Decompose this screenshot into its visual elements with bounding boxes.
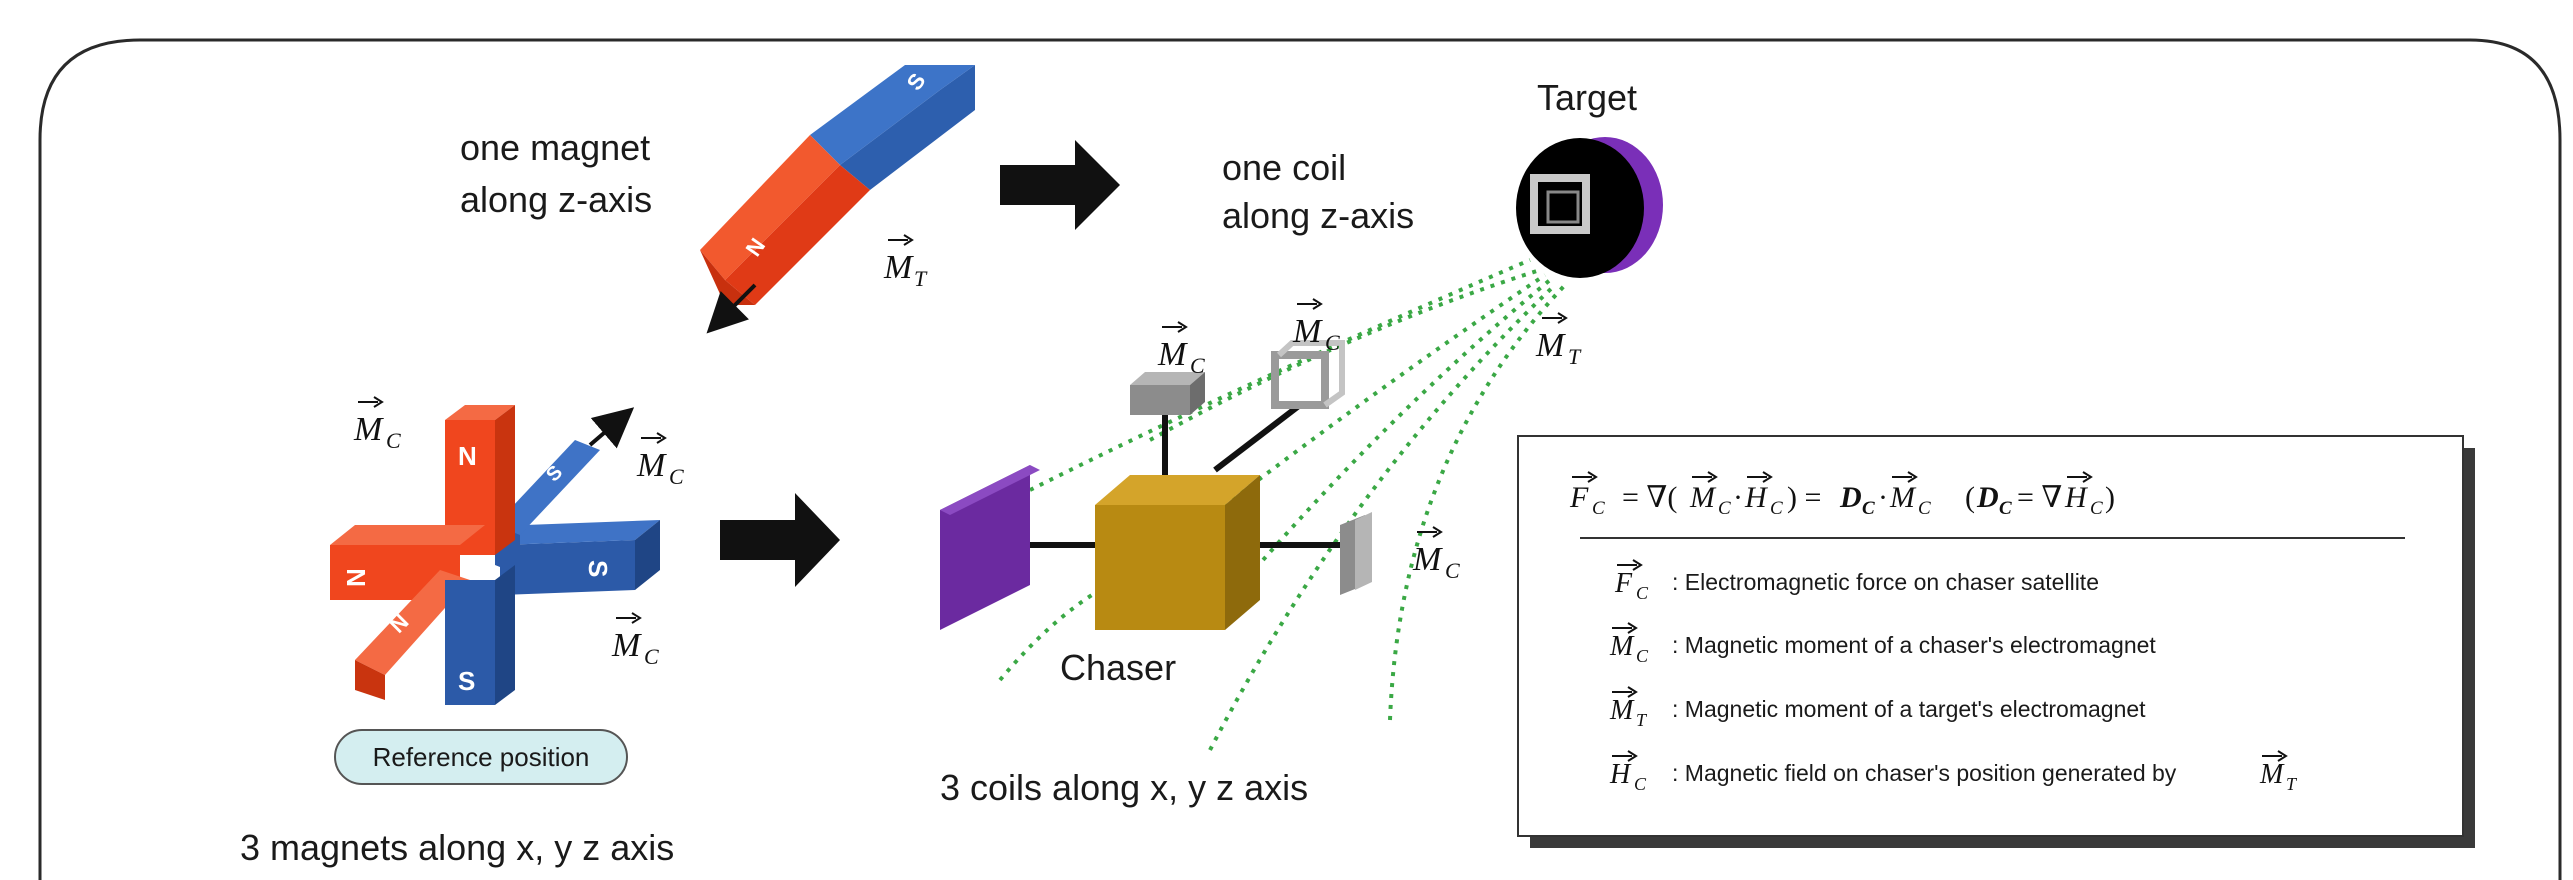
coil-label-line2: along z-axis bbox=[1222, 195, 1414, 236]
target-label: Target bbox=[1537, 77, 1637, 118]
svg-text:C: C bbox=[1770, 498, 1783, 519]
svg-text:M: M bbox=[1535, 327, 1566, 364]
svg-text:): ) bbox=[2105, 481, 2115, 514]
svg-text:M: M bbox=[1889, 481, 1917, 514]
svg-text:·: · bbox=[1878, 481, 1888, 514]
svg-text:C: C bbox=[1636, 583, 1649, 603]
target-disc-icon bbox=[1516, 137, 1663, 278]
svg-text:C: C bbox=[669, 464, 684, 489]
svg-text:M: M bbox=[1689, 481, 1717, 514]
bar-magnet-icon: S N bbox=[700, 65, 975, 334]
svg-text:C: C bbox=[1445, 558, 1460, 583]
svg-text:C: C bbox=[386, 428, 401, 453]
coil-icon bbox=[1340, 512, 1372, 595]
svg-text:M: M bbox=[883, 249, 914, 286]
svg-text:H: H bbox=[2064, 481, 2089, 514]
svg-text:M: M bbox=[611, 627, 642, 664]
svg-text:C: C bbox=[1636, 646, 1649, 666]
mc-symbol-left-top: M C bbox=[353, 396, 401, 453]
svg-text:D: D bbox=[1976, 481, 1999, 514]
cube-chaser-icon bbox=[1095, 475, 1260, 630]
svg-text:H: H bbox=[1744, 481, 1769, 514]
svg-text:M: M bbox=[1157, 336, 1188, 373]
pole-n-top: N bbox=[458, 441, 477, 471]
arrow-right-icon bbox=[720, 493, 840, 587]
reference-position-badge: Reference position bbox=[334, 729, 628, 785]
svg-text:M: M bbox=[2259, 759, 2285, 790]
svg-text:C: C bbox=[1190, 353, 1205, 378]
svg-text:M: M bbox=[353, 411, 384, 448]
svg-text:·: · bbox=[1733, 481, 1743, 514]
svg-text:: Magnetic moment of a target': : Magnetic moment of a target's electrom… bbox=[1672, 696, 2146, 722]
svg-text:M: M bbox=[1412, 541, 1443, 578]
svg-text:C: C bbox=[1918, 498, 1931, 519]
svg-text:M: M bbox=[636, 447, 667, 484]
force-equation: F C = ∇( M C · H C ) = D C · M C ( D C =… bbox=[1569, 471, 2115, 519]
chaser-label: Chaser bbox=[1060, 647, 1176, 688]
coil-icon bbox=[1130, 372, 1205, 415]
svg-text:C: C bbox=[1634, 774, 1647, 794]
svg-text:: Magnetic moment of a chaser': : Magnetic moment of a chaser's electrom… bbox=[1672, 632, 2156, 658]
svg-text:M: M bbox=[1609, 631, 1635, 662]
svg-text:M: M bbox=[1609, 695, 1635, 726]
svg-text:C: C bbox=[1999, 498, 2012, 519]
svg-text:F: F bbox=[1614, 568, 1633, 599]
cross-magnet-icon: N N N S S S bbox=[330, 405, 660, 705]
svg-text:: Magnetic field on chaser's p: : Magnetic field on chaser's position ge… bbox=[1672, 760, 2177, 786]
svg-text:T: T bbox=[914, 266, 928, 291]
pole-s-right: S bbox=[583, 560, 613, 577]
mc-symbol-left-bottom: M C bbox=[611, 612, 659, 669]
magnet-label-line1: one magnet bbox=[460, 127, 650, 168]
svg-text:T: T bbox=[2286, 774, 2298, 794]
mt-symbol-target: M T bbox=[1535, 312, 1582, 369]
svg-text:C: C bbox=[1592, 498, 1605, 519]
outer-frame bbox=[38, 38, 2562, 880]
legend-item-field: H C : Magnetic field on chaser's positio… bbox=[1609, 750, 2298, 794]
legend-item-chaser-moment: M C : Magnetic moment of a chaser's elec… bbox=[1609, 622, 2156, 666]
mc-symbol-chaser-top: M C bbox=[1157, 321, 1205, 378]
svg-text:C: C bbox=[1325, 330, 1340, 355]
svg-text:C: C bbox=[644, 644, 659, 669]
svg-text:) =: ) = bbox=[1787, 481, 1821, 514]
svg-text:C: C bbox=[2090, 498, 2103, 519]
svg-text:M: M bbox=[1292, 313, 1323, 350]
legend-item-force: F C : Electromagnetic force on chaser sa… bbox=[1614, 559, 2099, 603]
legend-item-target-moment: M T : Magnetic moment of a target's elec… bbox=[1609, 686, 2146, 730]
middle-caption: 3 coils along x, y z axis bbox=[940, 767, 1308, 808]
svg-text:= ∇: = ∇ bbox=[2017, 481, 2062, 514]
svg-text:(: ( bbox=[1965, 481, 1975, 514]
svg-text:T: T bbox=[1636, 710, 1648, 730]
mc-symbol-left-right: M C bbox=[636, 432, 684, 489]
svg-text:C: C bbox=[1718, 498, 1731, 519]
mc-symbol-chaser-topright: M C bbox=[1292, 298, 1340, 355]
svg-text:= ∇(: = ∇( bbox=[1622, 481, 1677, 514]
left-caption: 3 magnets along x, y z axis bbox=[240, 827, 674, 868]
svg-text:T: T bbox=[1568, 344, 1582, 369]
pole-s-bottom: S bbox=[458, 666, 475, 696]
mt-symbol-top: M T bbox=[883, 234, 928, 291]
svg-text:Reference position: Reference position bbox=[373, 742, 590, 772]
arrow-right-icon bbox=[1000, 140, 1120, 230]
svg-text:H: H bbox=[1609, 759, 1632, 790]
field-lines bbox=[998, 258, 1567, 751]
svg-text:C: C bbox=[1862, 498, 1875, 519]
coil-icon bbox=[1271, 340, 1345, 409]
coil-label-line1: one coil bbox=[1222, 147, 1346, 188]
pole-n-left: N bbox=[341, 568, 371, 587]
svg-text:: Electromagnetic force on cha: : Electromagnetic force on chaser satell… bbox=[1672, 569, 2099, 595]
svg-text:D: D bbox=[1839, 481, 1862, 514]
magnet-label-line2: along z-axis bbox=[460, 179, 652, 220]
legend-box: F C = ∇( M C · H C ) = D C · M C ( D C =… bbox=[1517, 435, 2475, 848]
svg-text:F: F bbox=[1569, 481, 1589, 514]
mc-symbol-chaser-right: M C bbox=[1412, 526, 1460, 583]
